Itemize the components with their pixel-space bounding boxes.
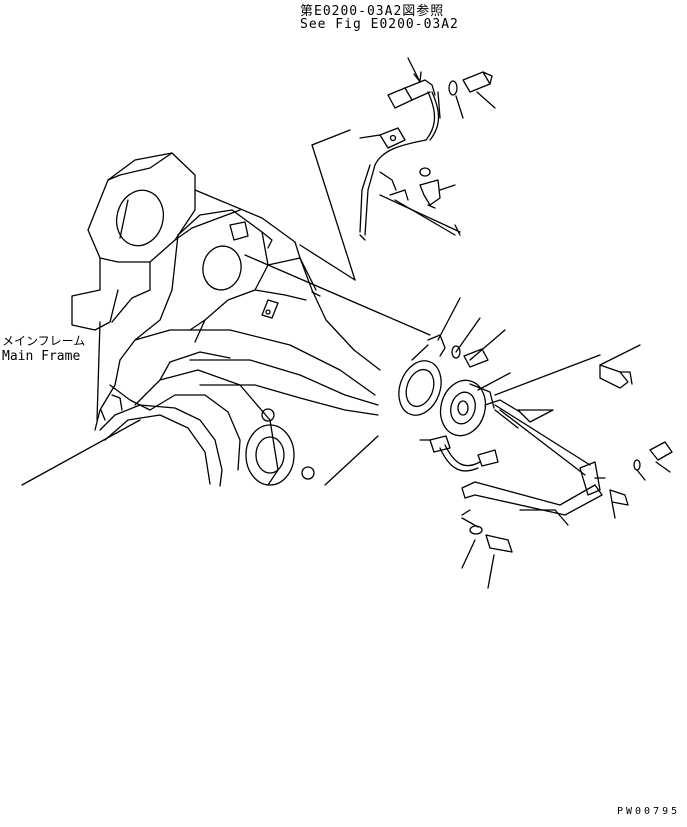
main-frame-label-japanese: メインフレーム bbox=[2, 334, 86, 348]
reference-figure-japanese: 第E0200-03A2図参照 bbox=[300, 4, 445, 19]
reference-figure-english: See Fig E0200-03A2 bbox=[300, 17, 459, 32]
main-frame-label-english: Main Frame bbox=[2, 349, 81, 364]
sensor-assembly bbox=[245, 255, 672, 588]
main-frame-casting bbox=[22, 153, 380, 486]
harness-detail bbox=[300, 58, 495, 280]
drawing-code: PW00795 bbox=[617, 806, 681, 817]
